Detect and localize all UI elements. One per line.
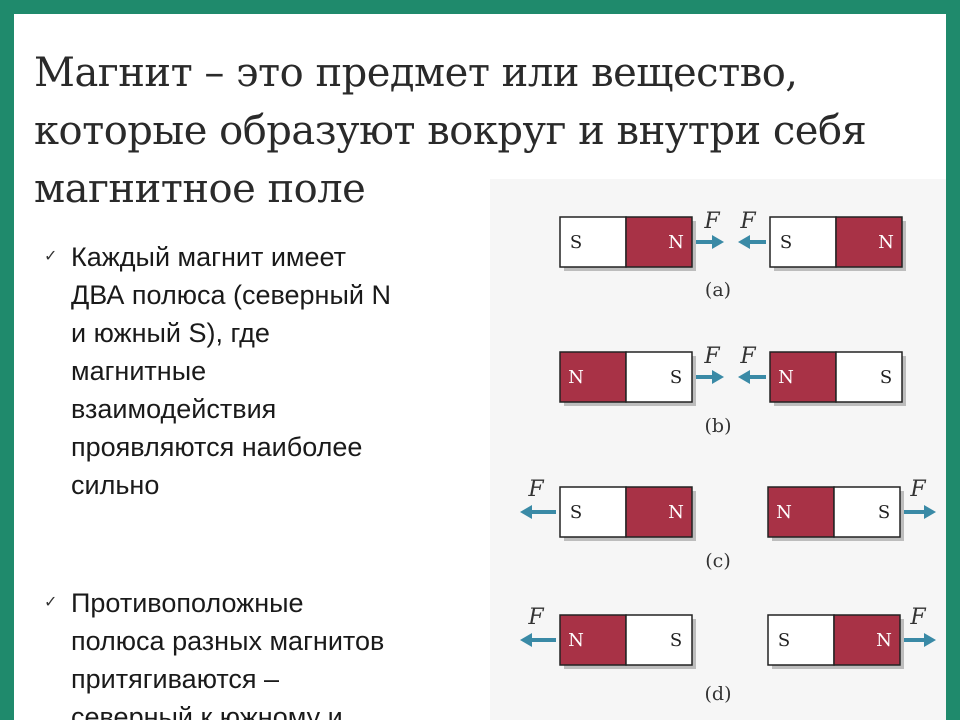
force-label: F (909, 605, 926, 630)
pole-label: S (880, 367, 892, 388)
force-label: F (739, 209, 756, 234)
pole-label: S (670, 367, 682, 388)
force-label: F (909, 477, 926, 502)
bullet-line: взаимодействия (71, 394, 277, 424)
force-arrow-left-head (738, 235, 750, 249)
force-arrow-right-head (924, 505, 936, 519)
pole-label: N (668, 502, 684, 523)
force-arrow-right-head (924, 633, 936, 647)
slide: Магнит – это предмет или вещество, котор… (14, 14, 946, 720)
pole-label: N (776, 502, 792, 523)
bullet-line: северный к южному и (71, 702, 343, 720)
bullet-line: ДВА полюса (северный N (71, 280, 391, 310)
pole-label: S (878, 502, 890, 523)
south-pole (625, 351, 693, 403)
north-pole (833, 614, 901, 666)
title-line: которые образуют вокруг и внутри себя (34, 108, 867, 154)
north-pole (835, 216, 903, 268)
bullet-opposite-poles: ✓ Противоположные полюса разных магнитов… (44, 584, 444, 720)
force-arrow-left-head (520, 505, 532, 519)
force-label: F (739, 344, 756, 369)
bullet-line: сильно (71, 470, 160, 500)
force-arrow-right-head (712, 370, 724, 384)
pole-label: S (570, 232, 582, 253)
force-arrow-right-head (712, 235, 724, 249)
north-pole (769, 351, 837, 403)
pole-label: N (876, 630, 892, 651)
pole-label: N (568, 630, 584, 651)
title-line: Магнит – это предмет или вещество, (34, 50, 798, 96)
north-pole (625, 486, 693, 538)
pole-label: S (780, 232, 792, 253)
bullet-poles: ✓ Каждый магнит имеет ДВА полюса (северн… (44, 238, 444, 504)
pole-label: S (670, 630, 682, 651)
bullet-line: магнитные (71, 356, 207, 386)
force-label: F (703, 344, 720, 369)
north-pole (625, 216, 693, 268)
bullet-line: проявляются наиболее (71, 432, 363, 462)
bullet-line: и южный S), где (71, 318, 270, 348)
force-arrow-left-head (520, 633, 532, 647)
south-pole (835, 351, 903, 403)
title-line: магнитное поле (34, 166, 366, 212)
bullet-line: притягиваются – (71, 664, 280, 694)
bullet-line: Каждый магнит имеет (71, 242, 346, 272)
row-caption: (d) (705, 683, 732, 705)
pole-label: N (778, 367, 794, 388)
row-caption: (a) (705, 279, 731, 301)
south-pole (559, 216, 627, 268)
force-label: F (527, 605, 544, 630)
north-pole (559, 614, 627, 666)
slide-title: Магнит – это предмет или вещество, котор… (34, 44, 934, 218)
south-pole (833, 486, 901, 538)
bullet-line: полюса разных магнитов (71, 626, 385, 656)
pole-label: S (570, 502, 582, 523)
force-label: F (703, 209, 720, 234)
pole-label: S (778, 630, 790, 651)
south-pole (769, 216, 837, 268)
checkmark-icon: ✓ (44, 248, 58, 265)
bullet-text: Каждый магнит имеет ДВА полюса (северный… (44, 238, 444, 504)
south-pole (625, 614, 693, 666)
row-caption: (b) (705, 415, 732, 437)
row-caption: (c) (705, 550, 730, 572)
force-label: F (527, 477, 544, 502)
south-pole (559, 486, 627, 538)
force-arrow-left-head (738, 370, 750, 384)
bullet-text: Противоположные полюса разных магнитов п… (44, 584, 444, 720)
pole-label: N (668, 232, 684, 253)
pole-label: N (568, 367, 584, 388)
bullet-line: Противоположные (71, 588, 304, 618)
pole-label: N (878, 232, 894, 253)
checkmark-icon: ✓ (44, 594, 58, 611)
